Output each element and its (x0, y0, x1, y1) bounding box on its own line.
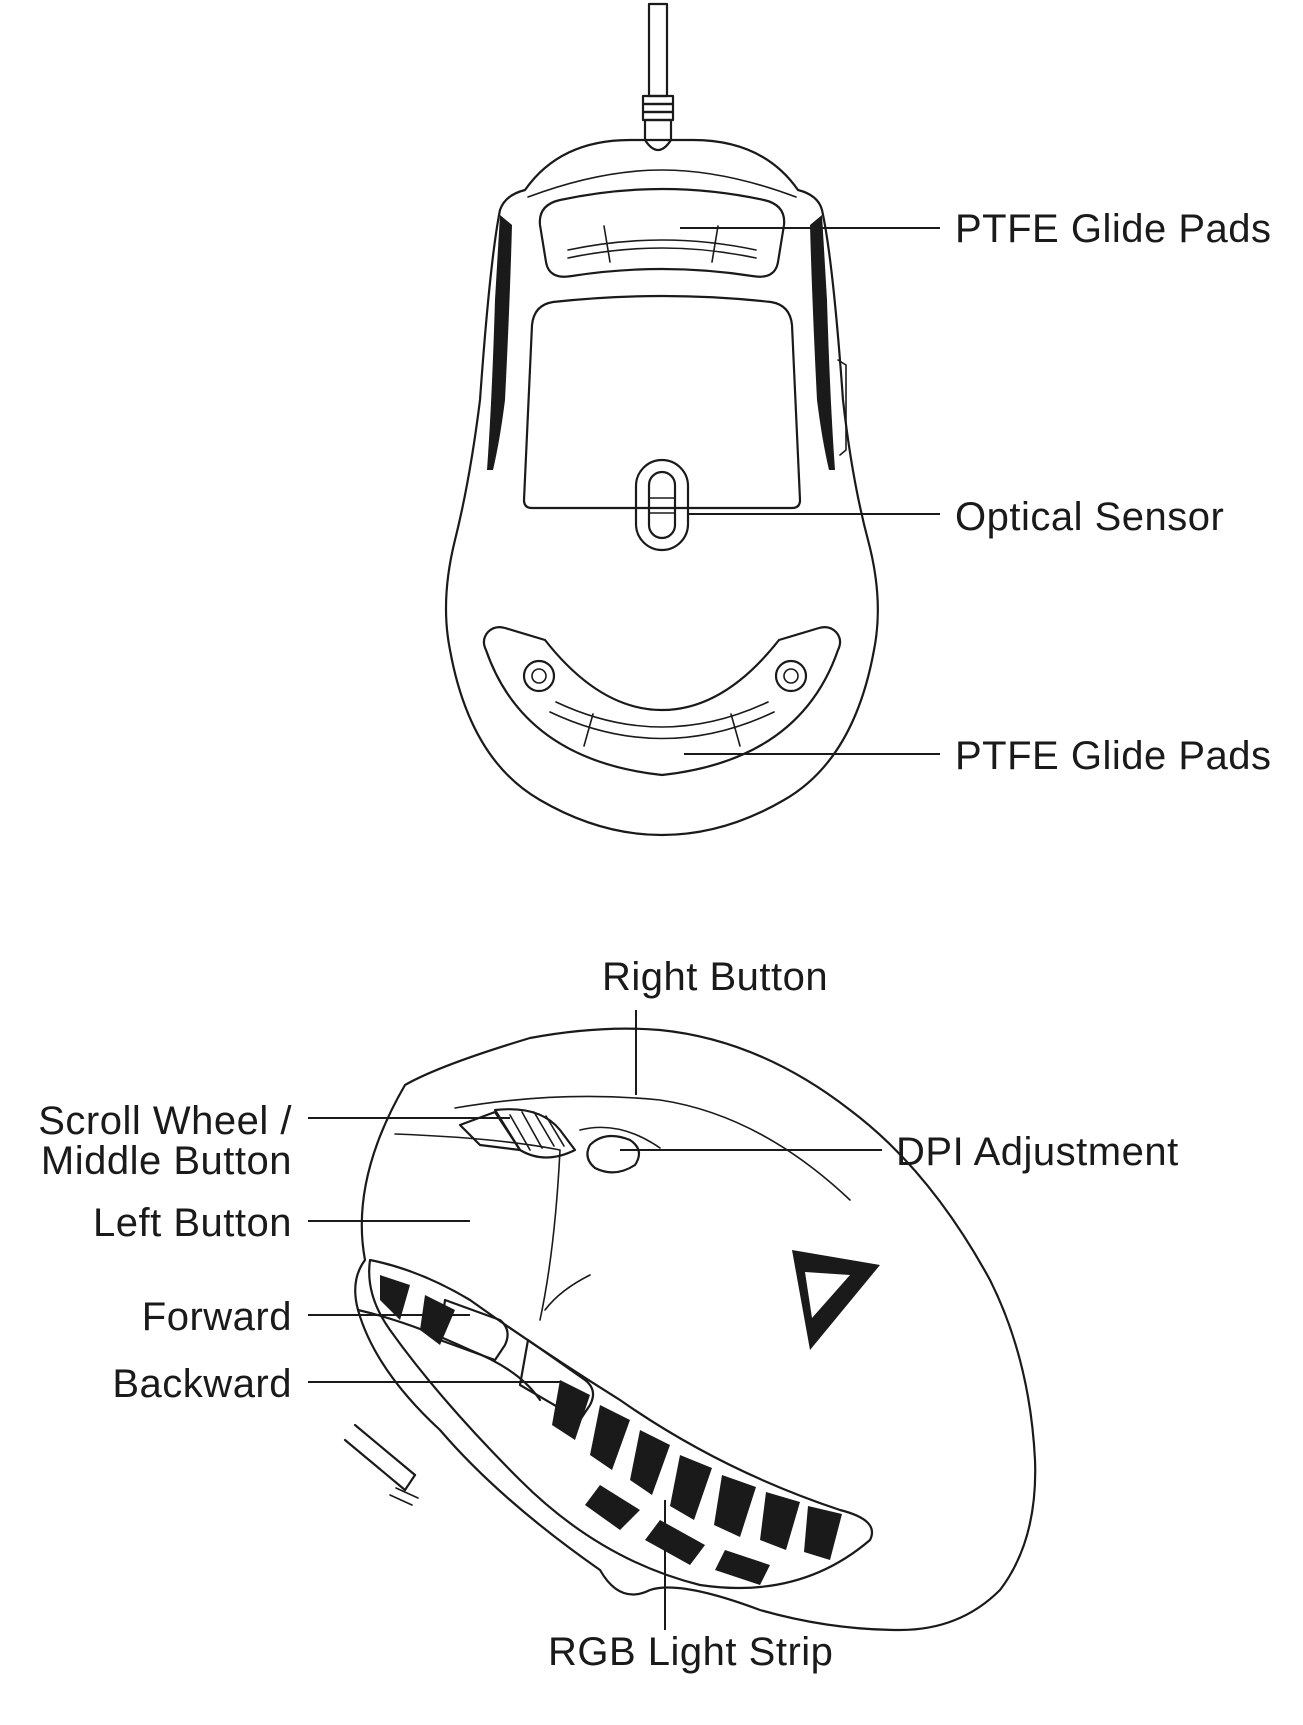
label-forward: Forward (142, 1295, 292, 1339)
top-glide-pad (538, 187, 786, 278)
bottom-glide-pad (482, 626, 842, 777)
label-dpi-adjustment: DPI Adjustment (896, 1130, 1179, 1174)
left-side-grip (487, 215, 512, 470)
label-scroll-wheel-line1: Scroll Wheel / (38, 1099, 292, 1143)
label-right-button: Right Button (602, 955, 828, 999)
screw-right-icon (774, 659, 808, 693)
brand-logo-icon (792, 1250, 880, 1350)
dpi-button-icon (579, 1126, 661, 1174)
grip-texture (380, 1275, 842, 1585)
mouse-side-view (308, 1010, 1037, 1632)
label-backward: Backward (112, 1362, 292, 1406)
backward-button-icon (518, 1338, 595, 1422)
label-left-button: Left Button (93, 1201, 292, 1245)
label-rgb-light-strip: RGB Light Strip (548, 1630, 833, 1674)
cable (641, 2, 675, 152)
label-ptfe-top: PTFE Glide Pads (955, 207, 1272, 251)
label-scroll-wheel-line2: Middle Button (41, 1139, 292, 1183)
center-plate (522, 294, 802, 510)
optical-sensor-icon (634, 458, 690, 552)
side-outline (354, 1027, 1037, 1632)
forward-button-icon (438, 1298, 509, 1362)
label-ptfe-bottom: PTFE Glide Pads (955, 734, 1272, 778)
label-optical-sensor: Optical Sensor (955, 495, 1224, 539)
mouse-bottom-view (444, 2, 940, 837)
scroll-wheel-icon (458, 1108, 577, 1159)
bottom-outline (444, 138, 879, 837)
screw-left-icon (522, 659, 556, 693)
right-side-grip (810, 215, 835, 470)
